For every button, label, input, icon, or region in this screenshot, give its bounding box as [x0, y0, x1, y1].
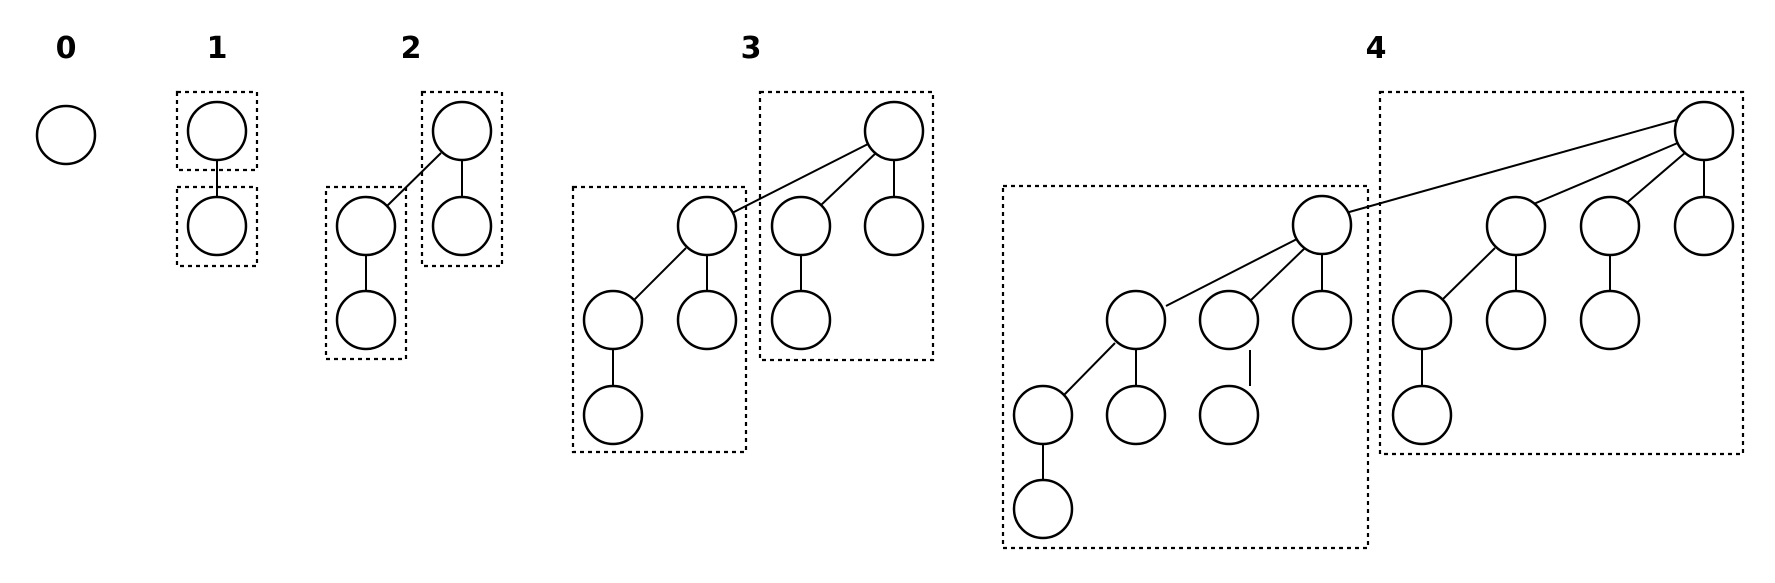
- tree-edge: [386, 152, 442, 207]
- subtree-box: [175, 90, 259, 172]
- tree-1-label: 1: [207, 31, 228, 66]
- tree-edge: [1622, 151, 1687, 207]
- tree-2: [324, 90, 504, 361]
- tree-3: [571, 90, 935, 454]
- tree-node: [1012, 478, 1074, 540]
- tree-node: [1579, 289, 1641, 351]
- tree-4-label: 4: [1366, 31, 1387, 66]
- tree-node: [676, 289, 738, 351]
- tree-node: [1198, 384, 1260, 446]
- tree-node: [186, 100, 248, 162]
- tree-edge: [1509, 141, 1681, 215]
- tree-node: [863, 195, 925, 257]
- subtree-box: [571, 185, 748, 454]
- tree-node: [676, 195, 738, 257]
- tree-node: [1673, 195, 1735, 257]
- tree-node: [431, 195, 493, 257]
- tree-node: [1291, 289, 1353, 351]
- subtree-box: [1001, 184, 1370, 550]
- tree-node: [1485, 289, 1547, 351]
- tree-node: [582, 384, 644, 446]
- tree-node: [186, 195, 248, 257]
- tree-edge: [633, 247, 687, 301]
- tree-node: [1485, 195, 1547, 257]
- tree-node: [582, 289, 644, 351]
- tree-2-label: 2: [401, 31, 422, 66]
- tree-4: [1001, 90, 1745, 550]
- tree-0-label: 0: [56, 31, 77, 66]
- tree-node: [863, 100, 925, 162]
- tree-edge: [1063, 342, 1116, 396]
- tree-edge: [1249, 246, 1307, 302]
- tree-1: [175, 90, 259, 268]
- tree-node: [770, 289, 832, 351]
- tree-node: [1579, 195, 1641, 257]
- tree-node: [1105, 289, 1167, 351]
- tree-node: [1391, 384, 1453, 446]
- tree-node: [1105, 384, 1167, 446]
- tree-node: [1012, 384, 1074, 446]
- subtree-box: [324, 185, 408, 361]
- subtree-box: [420, 90, 504, 268]
- tree-node: [1198, 289, 1260, 351]
- tree-node: [335, 289, 397, 351]
- tree-node: [770, 195, 832, 257]
- tree-node: [431, 100, 493, 162]
- tree-node: [1291, 194, 1353, 256]
- tree-node: [1391, 289, 1453, 351]
- tree-node: [335, 195, 397, 257]
- tree-node: [35, 104, 97, 166]
- tree-edge: [819, 151, 878, 207]
- tree-0: [35, 104, 97, 166]
- tree-node: [1673, 100, 1735, 162]
- tree-edge: [731, 143, 869, 214]
- subtree-box: [1378, 90, 1745, 456]
- subtree-box: [758, 90, 935, 362]
- tree-edge: [1441, 247, 1496, 301]
- tree-3-label: 3: [741, 31, 762, 66]
- tree-edge: [1165, 238, 1298, 307]
- tree-edge: [1334, 119, 1678, 217]
